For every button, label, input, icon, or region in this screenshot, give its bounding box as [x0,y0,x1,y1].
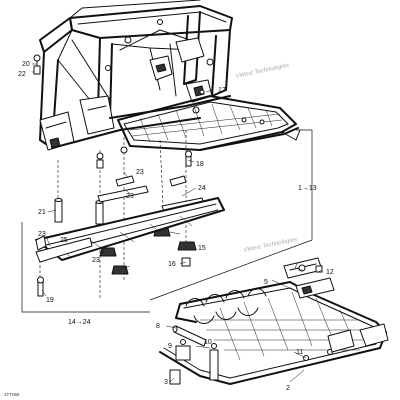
callout-14-24[interactable]: 14→24 [68,319,91,326]
mounting-parts [33,54,205,297]
callout-10[interactable]: 10 [204,339,212,346]
callout-20[interactable]: 20 [22,61,30,68]
callout-19[interactable]: 19 [46,297,54,304]
callout-1-13[interactable]: 1→13 [298,185,317,192]
skid-plate [35,197,225,263]
callout-23-b[interactable]: 23 [126,193,134,200]
watermark-top: VWest Technologies [235,63,289,80]
leader-lines [32,63,323,383]
callout-8[interactable]: 8 [156,323,160,330]
upper-rack [117,95,301,151]
callout-2[interactable]: 2 [286,385,290,392]
callout-23-c[interactable]: 23 [38,231,46,238]
callout-9[interactable]: 9 [168,343,172,350]
callout-3[interactable]: 3 [164,379,168,386]
watermark-bottom: VWest Technologies [243,237,297,254]
diagram-code: 1TT066 [4,392,20,397]
callout-18[interactable]: 18 [196,161,204,168]
callout-16[interactable]: 16 [168,261,176,268]
callout-15[interactable]: 15 [198,245,206,252]
lower-rack [159,257,389,385]
callout-12[interactable]: 12 [326,269,334,276]
callout-24[interactable]: 24 [198,185,206,192]
callout-7[interactable]: 7 [294,263,298,270]
frame-assembly [39,0,233,151]
callout-23-d[interactable]: 23 [92,257,100,264]
callout-23-a[interactable]: 23 [136,169,144,176]
callout-25[interactable]: 25 [60,237,68,244]
callout-21[interactable]: 21 [38,209,46,216]
callout-5[interactable]: 5 [264,279,268,286]
assembly-boundary-upper [296,129,313,240]
callout-17[interactable]: 17 [218,87,226,94]
assembly-boundary-left [21,222,150,313]
callout-11[interactable]: 11 [296,349,303,356]
assembly-boundary-lower [149,239,313,301]
callout-22[interactable]: 22 [18,71,26,78]
